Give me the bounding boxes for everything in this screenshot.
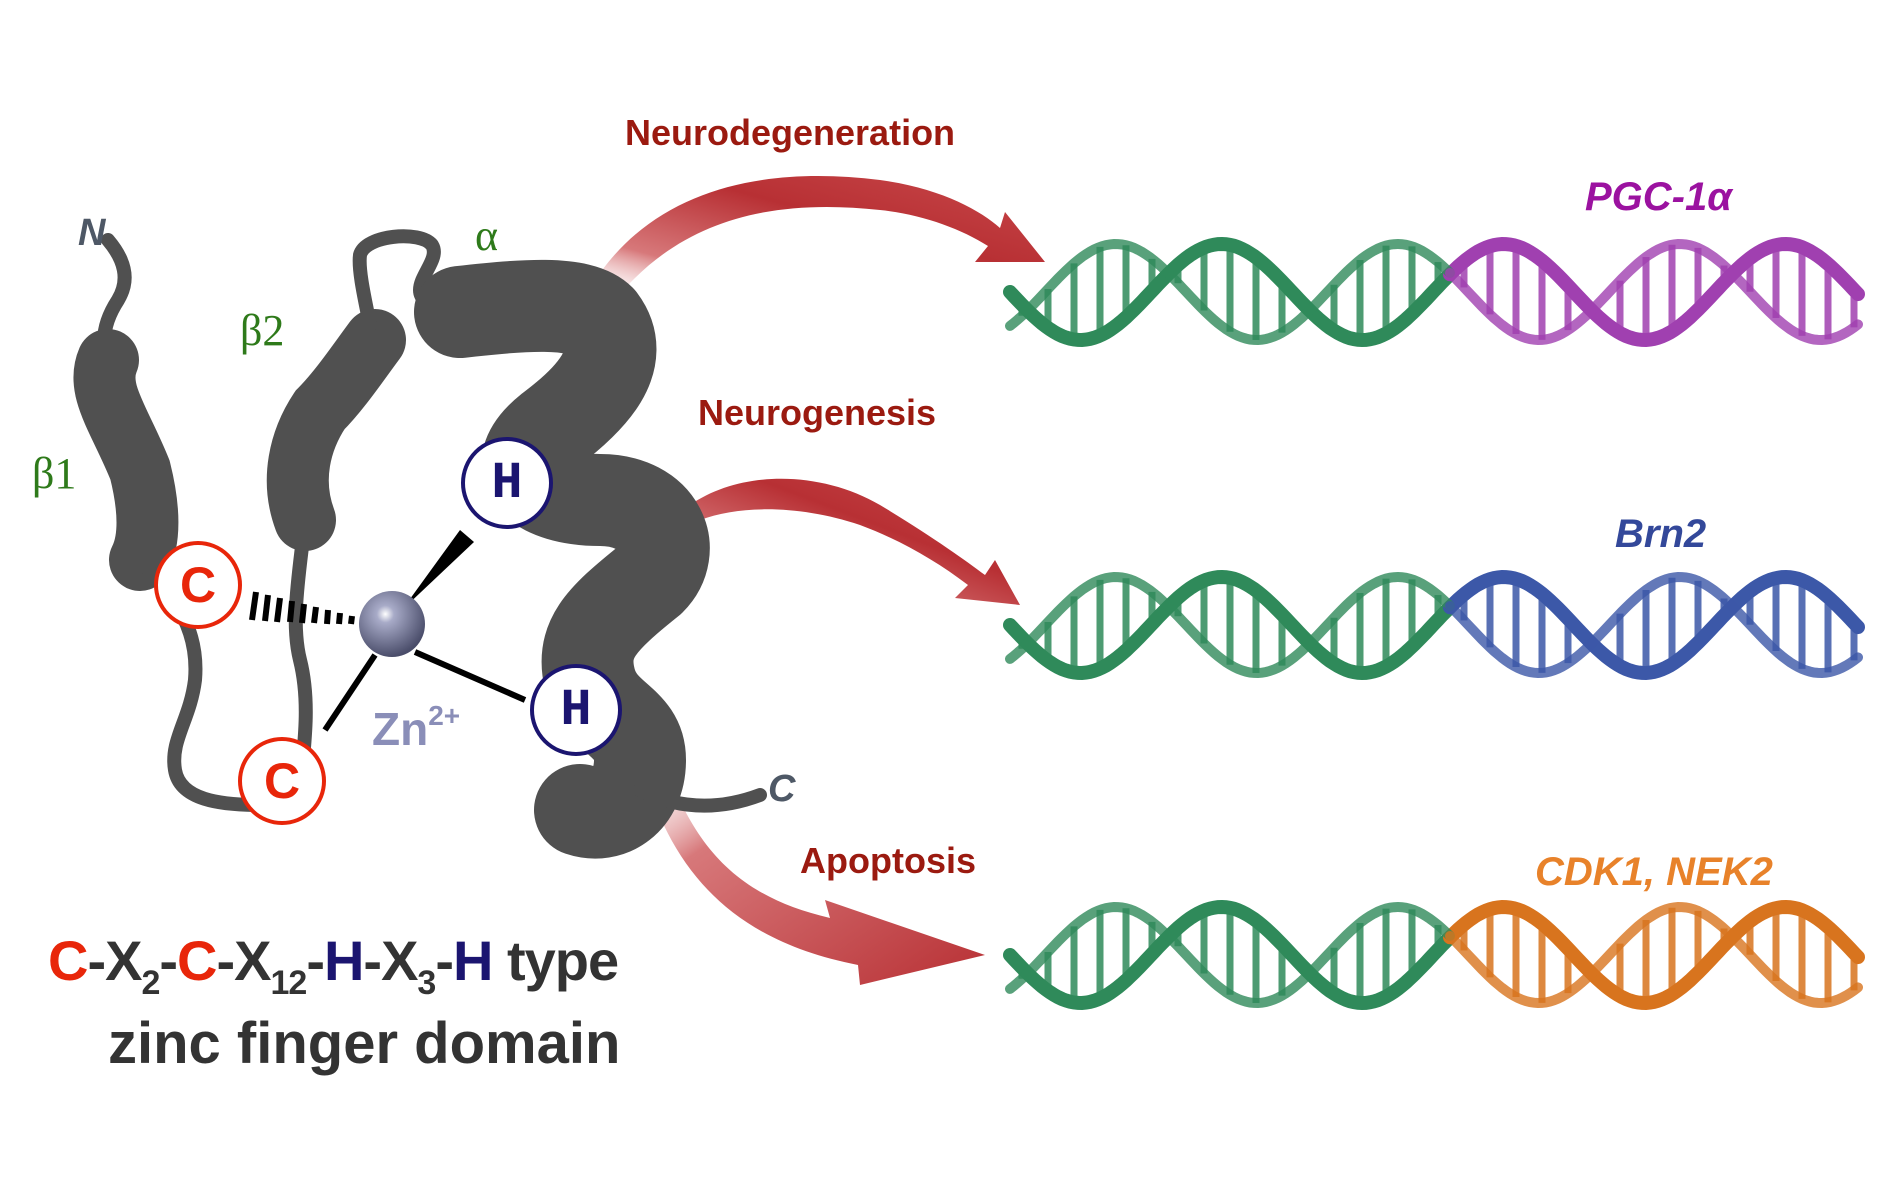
histidine-residue-2: H — [530, 664, 622, 756]
motif-part: - — [159, 929, 178, 992]
dna-backbone-strand — [1003, 569, 1457, 681]
alpha-label: α — [475, 211, 499, 260]
histidine-residue-1: H — [461, 437, 553, 529]
motif-part: -X — [216, 929, 271, 992]
gene-label-brn2: Brn2 — [1615, 512, 1707, 556]
gene-label-pgc1a: PGC-1α — [1585, 175, 1733, 219]
zinc-ion-sphere — [359, 591, 425, 657]
zinc-ion-label: Zn2+ — [372, 700, 461, 755]
dna-backbone-strand — [1005, 571, 1455, 679]
beta1-label: β1 — [32, 449, 77, 498]
dna-backbone-strand — [1443, 899, 1865, 1011]
dna-backbone-strand — [1005, 238, 1455, 346]
beta2-label: β2 — [240, 306, 285, 355]
pathway-label-apoptosis: Apoptosis — [800, 840, 976, 881]
motif-part: -X — [363, 929, 418, 992]
pathway-label-neurogenesis: Neurogenesis — [698, 392, 937, 433]
dna-helix — [1003, 569, 1865, 681]
motif-part: C — [48, 929, 88, 992]
motif-caption: zinc finger domain — [108, 1011, 621, 1076]
arrow-apoptosis — [640, 750, 985, 985]
bond-cys2 — [322, 653, 378, 732]
motif-part: 12 — [270, 964, 307, 1002]
motif-part: type — [492, 929, 619, 992]
gene-label-cdk1-nek2: CDK1, NEK2 — [1535, 850, 1773, 894]
motif-part: C — [177, 929, 217, 992]
motif-part: 3 — [417, 964, 436, 1002]
dna-backbone-strand — [1443, 569, 1865, 681]
dna-backbone-strand — [1003, 236, 1457, 348]
hashed-bond-cys1 — [249, 591, 355, 625]
dna-backbone-strand — [1445, 571, 1863, 679]
cysteine-residue-2: C — [238, 737, 326, 825]
motif-sequence: C-X2-C-X12-H-X3-H type — [48, 928, 619, 1003]
pathway-label-neurodegeneration: Neurodegeneration — [625, 112, 956, 153]
bond-his2 — [413, 649, 527, 703]
motif-part: -X — [87, 929, 142, 992]
motif-part: H — [453, 929, 493, 992]
dna-helix — [1003, 899, 1865, 1011]
cysteine-residue-1: C — [154, 541, 242, 629]
motif-part: 2 — [141, 964, 160, 1002]
wedge-bond — [402, 530, 474, 610]
c-terminus-label: C — [768, 768, 796, 810]
dna-backbone-strand — [1443, 236, 1865, 348]
dna-backbone-strand — [1005, 901, 1455, 1009]
arrow-neurogenesis — [690, 478, 1020, 605]
dna-backbone-strand — [1445, 901, 1863, 1009]
arrow-neurodegeneration — [590, 175, 1045, 300]
motif-part: H — [323, 929, 364, 992]
dna-helix — [1003, 236, 1865, 348]
dna-backbone-strand — [1003, 899, 1457, 1011]
motif-part: - — [435, 929, 454, 992]
motif-part: - — [306, 929, 325, 992]
dna-helices — [1003, 236, 1865, 1011]
n-terminus-label: N — [78, 212, 106, 254]
coordination-bonds — [249, 530, 527, 732]
dna-backbone-strand — [1445, 238, 1863, 346]
